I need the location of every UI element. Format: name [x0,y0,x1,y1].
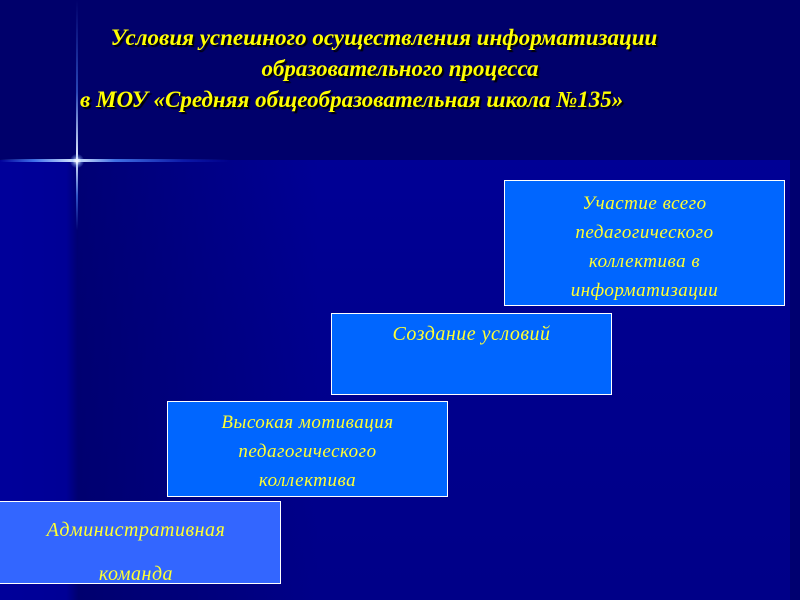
step-text-line: Высокая мотивация [221,412,394,433]
step-text-line: команда [98,563,174,585]
lens-flare-vertical-icon [76,0,78,230]
step-text-line: педагогического [238,441,377,462]
step-text-line: Участие всего [582,193,707,214]
title-line-3: в МОУ «Средняя общеобразовательная школа… [80,87,624,112]
title-line-1: Условия успешного осуществления информат… [110,25,658,50]
step-box-administrative-team: Административная команда [0,501,281,585]
background-right-edge [790,160,800,600]
slide-title: Условия успешного осуществления информат… [60,22,740,115]
background-top-band [0,0,800,160]
step-text-line: коллектива в [588,251,701,272]
step-box-whole-staff-participation: Участие всего педагогического коллектива… [504,180,785,306]
step-text-line: Административная [46,519,226,541]
step-box-creating-conditions: Создание условий [331,313,612,395]
title-line-2: образовательного процесса [261,56,539,81]
step-text-line: педагогического [575,222,714,243]
lens-flare-horizontal-icon [0,159,230,162]
lens-flare-star-icon [70,154,84,168]
step-text-line: информатизации [570,280,719,301]
step-text-line: коллектива [258,470,357,491]
step-box-high-motivation: Высокая мотивация педагогического коллек… [167,401,448,497]
step-text-line: Создание условий [392,323,551,345]
